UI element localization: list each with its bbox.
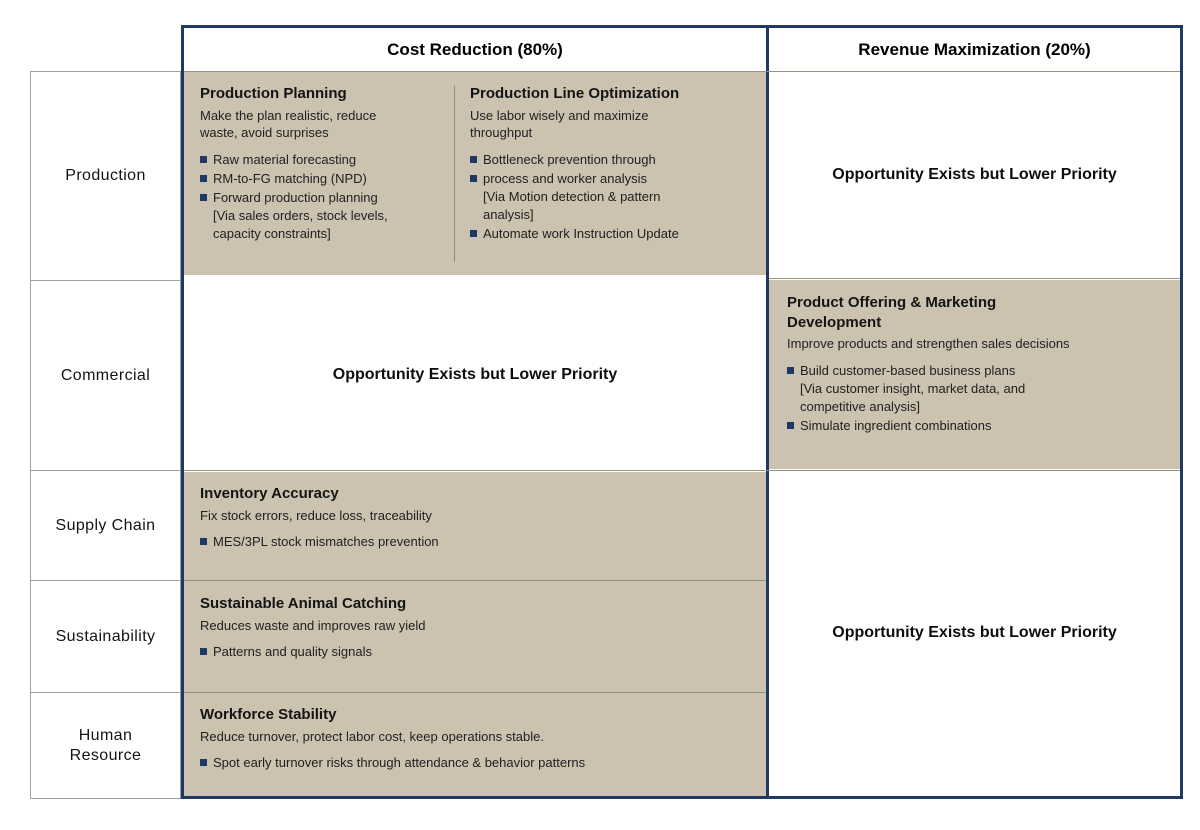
bullet-square-icon [470,175,477,183]
row-divider-line [184,470,1180,471]
bullet-text: Spot early turnover risks through attend… [213,755,586,771]
section-title: Production Line Optimization [470,85,680,102]
bullet-list: Build customer-based business plans [Via… [787,362,1164,435]
row-divider-line [184,692,766,693]
bullet-text: process and worker analysis [483,171,648,187]
bullet-text: Patterns and quality signals [213,644,372,660]
bullet-square-icon [200,648,207,656]
bullet-text: Bottleneck prevention through [483,152,656,168]
row-label-commercial: Commercial [31,281,180,471]
section-title: Workforce Stability [200,706,337,723]
bullet-square-icon [200,538,207,546]
list-item: Simulate ingredient combinations [787,417,1164,435]
column-header-revenue-maximization: Revenue Maximization (20%) [858,39,1091,59]
list-item: RM-to-FG matching (NPD) [200,170,454,188]
section-subtitle: Reduce turnover, protect labor cost, kee… [200,728,544,744]
bullet-note: [Via Motion detection & pattern analysis… [483,189,661,223]
list-item: MES/3PL stock mismatches prevention [200,533,750,551]
row-label-supply-chain: Supply Chain [31,471,180,581]
section-subtitle: Fix stock errors, reduce loss, traceabil… [200,507,432,523]
column-header-cost-reduction: Cost Reduction (80%) [387,39,563,59]
bullet-square-icon [787,366,794,374]
section-subtitle: Make the plan realistic, reduce waste, a… [200,107,377,141]
bullet-list: Spot early turnover risks through attend… [200,754,750,772]
main-table: Cost Reduction (80%) Revenue Maximizatio… [181,25,1183,799]
bullet-text: RM-to-FG matching (NPD) [213,171,367,187]
cell-lower-rows-revenue-opportunity: Opportunity Exists but Lower Priority [832,624,1117,641]
bullet-list: Bottleneck prevention through process an… [470,151,752,243]
bullet-square-icon [787,421,794,429]
bullet-square-icon [200,194,207,202]
list-item: Bottleneck prevention through [470,151,752,169]
list-item: Patterns and quality signals [200,643,750,661]
row-labels-column: Production Commercial Supply Chain Susta… [30,71,181,799]
section-production-planning: Production Planning Make the plan realis… [200,84,454,244]
cell-commercial-revenue: Product Offering & Marketing Development… [769,280,1180,469]
cell-sustainability-cost: Sustainable Animal Catching Reduces wast… [184,581,766,692]
list-item: Spot early turnover risks through attend… [200,754,750,772]
section-divider-line [454,86,455,262]
list-item: Automate work Instruction Update [470,225,752,243]
section-title: Production Planning [200,85,347,102]
section-title: Sustainable Animal Catching [200,595,407,612]
bullet-text: Simulate ingredient combinations [800,417,992,433]
bullet-text: MES/3PL stock mismatches prevention [213,534,439,550]
bullet-square-icon [200,175,207,183]
section-subtitle: Improve products and strengthen sales de… [787,336,1070,351]
list-item: process and worker analysis [Via Motion … [470,170,752,224]
bullet-list: Raw material forecasting RM-to-FG matchi… [200,151,454,243]
row-divider-line [769,278,1180,279]
row-label-sustainability: Sustainability [31,581,180,693]
section-production-line-optimization: Production Line Optimization Use labor w… [470,84,752,244]
bullet-square-icon [470,230,477,238]
bullet-square-icon [200,156,207,164]
bullet-note: [Via sales orders, stock levels, capacit… [213,208,388,242]
bullet-list: MES/3PL stock mismatches prevention [200,533,750,551]
bullet-text: Forward production planning [213,190,378,206]
bullet-square-icon [200,759,207,767]
cell-production-cost-reduction: Production Planning Make the plan realis… [184,72,766,275]
cell-commercial-cost-opportunity: Opportunity Exists but Lower Priority [332,366,618,383]
bullet-note: [Via customer insight, market data, and … [800,380,1026,414]
bullet-text: Build customer-based business plans [800,362,1016,378]
list-item: Build customer-based business plans [Via… [787,362,1164,416]
row-label-human-resource: Human Resource [69,726,142,764]
bullet-square-icon [470,156,477,164]
list-item: Forward production planning [Via sales o… [200,189,454,243]
row-divider-line [184,580,766,581]
cell-supply-chain-cost: Inventory Accuracy Fix stock errors, red… [184,472,766,580]
cell-production-revenue-opportunity: Opportunity Exists but Lower Priority [832,166,1117,183]
section-subtitle: Use labor wisely and maximize throughput [470,107,649,141]
column-divider [766,28,769,796]
section-title: Inventory Accuracy [200,485,339,502]
header-divider-line [184,71,1180,72]
section-subtitle: Reduces waste and improves raw yield [200,617,426,633]
row-label-production: Production [31,72,180,281]
section-title: Product Offering & Marketing Development [787,294,997,331]
list-item: Raw material forecasting [200,151,454,169]
cell-human-resource-cost: Workforce Stability Reduce turnover, pro… [184,693,766,796]
bullet-text: Raw material forecasting [213,152,357,168]
bullet-text: Automate work Instruction Update [483,226,679,242]
bullet-list: Patterns and quality signals [200,643,750,661]
